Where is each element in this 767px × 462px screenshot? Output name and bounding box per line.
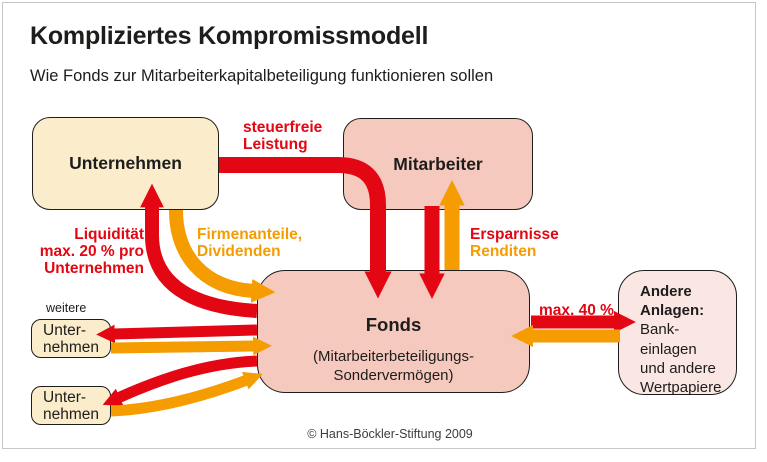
box-unternehmen-small-2: Unter- nehmen — [31, 386, 111, 425]
label-firmenanteile-line2: Dividenden — [197, 243, 281, 260]
label-liquiditaet: Liquidität max. 20 % pro Unternehmen — [36, 226, 144, 277]
box-small-2-line1: Unter- — [43, 389, 87, 406]
copyright-text: © Hans-Böckler-Stiftung 2009 — [307, 427, 473, 441]
andere-anlagen-body-line4: Wertpapiere — [640, 379, 722, 397]
label-liquiditaet-line1: Liquidität — [74, 226, 144, 243]
label-firmenanteile-line1: Firmenanteile, — [197, 226, 303, 243]
box-small-1-line1: Unter- — [43, 322, 87, 339]
label-steuerfreie-line1: steuerfreie — [243, 119, 323, 136]
box-fonds: Fonds (Mitarbeiterbeteiligungs- Sonderve… — [257, 270, 530, 393]
label-liquiditaet-line2: max. 20 % pro — [39, 243, 144, 260]
label-renditen: Renditen — [470, 243, 537, 260]
box-fonds-sublabel: (Mitarbeiterbeteiligungs- Sondervermögen… — [258, 348, 529, 385]
box-mitarbeiter: Mitarbeiter — [343, 118, 533, 210]
label-ersparnisse-renditen: Ersparnisse Renditen — [470, 226, 559, 260]
box-small-1-line2: nehmen — [43, 339, 100, 356]
label-steuerfreie-leistung: steuerfreie Leistung — [243, 119, 322, 153]
andere-anlagen-body-line1: Bank- — [640, 321, 680, 339]
box-fonds-sublabel-line1: (Mitarbeiterbeteiligungs- — [313, 348, 474, 365]
box-small-2-line2: nehmen — [43, 406, 100, 423]
label-liquiditaet-line3: Unternehmen — [44, 260, 144, 277]
box-fonds-sublabel-line2: Sondervermögen) — [333, 366, 454, 384]
weitere-label: weitere — [46, 301, 87, 315]
label-firmenanteile: Firmenanteile, Dividenden — [197, 226, 302, 260]
box-fonds-label: Fonds — [365, 314, 422, 335]
box-unternehmen-label: Unternehmen — [69, 153, 182, 173]
label-ersparnisse: Ersparnisse — [470, 226, 559, 243]
box-mitarbeiter-label: Mitarbeiter — [393, 153, 483, 174]
page-subtitle: Wie Fonds zur Mitarbeiterkapitalbeteilig… — [30, 67, 494, 85]
box-unternehmen-small-1: Unter- nehmen — [31, 319, 111, 358]
label-max-40: max. 40 % — [539, 302, 614, 319]
andere-anlagen-title-line1: Andere — [640, 283, 692, 300]
andere-anlagen-title-line2: Anlagen: — [640, 302, 705, 320]
andere-anlagen-body-line3: und andere — [640, 359, 716, 377]
box-unternehmen: Unternehmen — [32, 117, 219, 210]
page-title: Kompliziertes Kompromissmodell — [30, 22, 429, 50]
andere-anlagen-body-line2: einlagen — [640, 340, 697, 358]
label-steuerfreie-line2: Leistung — [243, 136, 308, 153]
box-andere-anlagen: Andere Anlagen: Bank- einlagen und ander… — [618, 270, 737, 397]
